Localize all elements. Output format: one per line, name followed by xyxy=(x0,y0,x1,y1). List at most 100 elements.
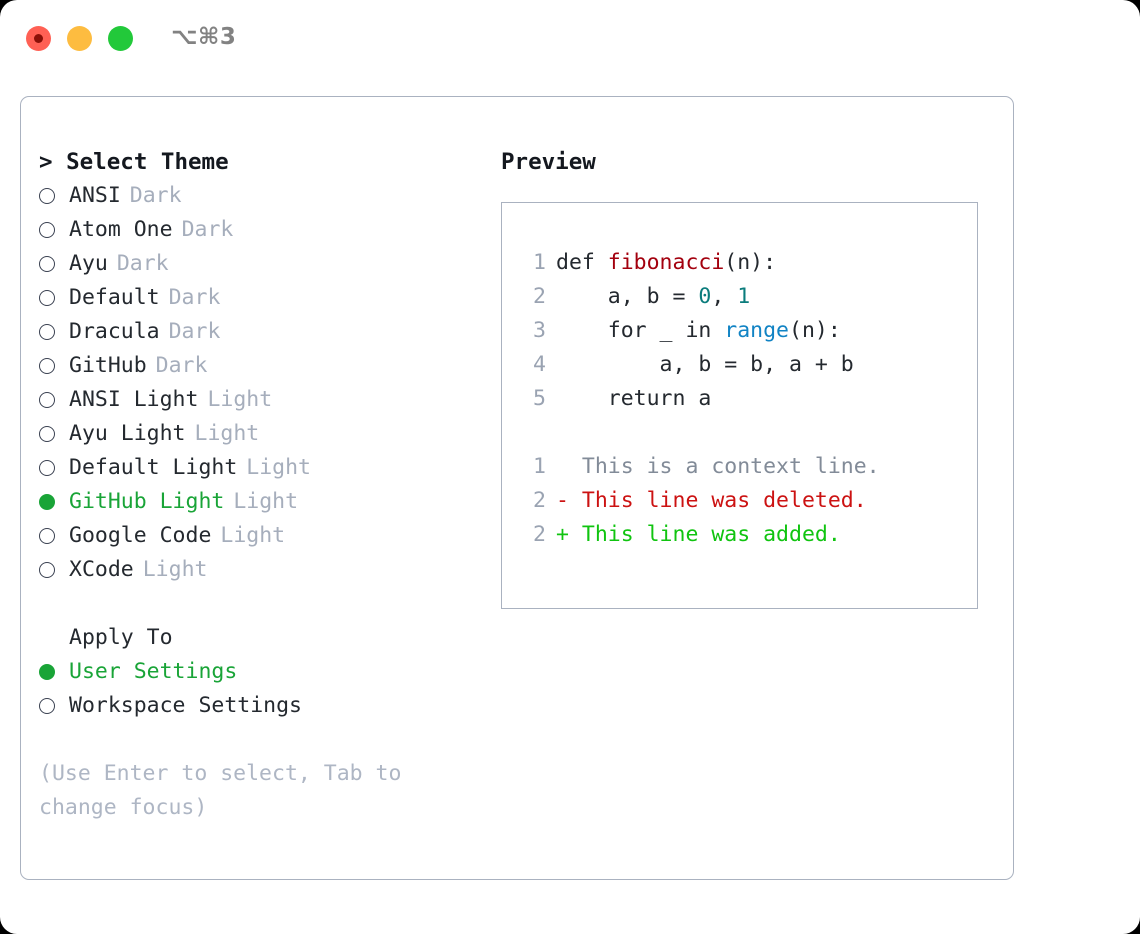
traffic-lights xyxy=(26,26,133,51)
apply-to-option-user-settings[interactable]: User Settings xyxy=(39,655,479,689)
line-number: 4 xyxy=(533,352,546,377)
code-line-content: for _ in range(n): xyxy=(556,314,841,348)
code-line: 3 for _ in range(n): xyxy=(502,314,977,348)
code-token-num: 0 xyxy=(698,284,712,309)
theme-option-github-light[interactable]: GitHub Light Light xyxy=(39,485,479,519)
radio-unselected-icon[interactable] xyxy=(39,460,60,476)
radio-unselected-icon[interactable] xyxy=(39,324,60,340)
apply-to-option-label: Workspace Settings xyxy=(69,693,302,718)
theme-category-label: Light xyxy=(207,387,273,412)
radio-unselected-icon[interactable] xyxy=(39,188,60,204)
radio-unselected-icon[interactable] xyxy=(39,222,60,238)
code-line: 4 a, b = b, a + b xyxy=(502,348,977,382)
theme-option-default[interactable]: Default Dark xyxy=(39,281,479,315)
line-number: 2 xyxy=(533,488,546,513)
theme-category-label: Light xyxy=(246,455,312,480)
diff-line: 1 This is a context line. xyxy=(502,450,977,484)
theme-option-label: GitHub xyxy=(69,353,147,378)
theme-option-label: Default xyxy=(69,285,160,310)
theme-option-label: GitHub Light xyxy=(69,489,225,514)
line-number: 1 xyxy=(533,250,546,275)
code-line: 2 a, b = 0, 1 xyxy=(502,280,977,314)
radio-unselected-icon[interactable] xyxy=(39,392,60,408)
diff-marker xyxy=(556,450,569,484)
theme-category-label: Light xyxy=(194,421,260,446)
theme-option-google-code[interactable]: Google Code Light xyxy=(39,519,479,553)
preview-heading: Preview xyxy=(501,149,596,175)
theme-category-label: Dark xyxy=(168,319,221,344)
theme-category-label: Dark xyxy=(116,251,169,276)
theme-option-dracula[interactable]: Dracula Dark xyxy=(39,315,479,349)
theme-option-default-light[interactable]: Default Light Light xyxy=(39,451,479,485)
diff-line-content: This line was added. xyxy=(568,522,841,547)
theme-category-label: Light xyxy=(220,523,286,548)
code-line-content: a, b = b, a + b xyxy=(556,348,854,382)
code-token-plain: , xyxy=(711,284,738,309)
theme-option-label: Ayu xyxy=(69,251,108,276)
line-number: 3 xyxy=(533,318,546,343)
theme-option-label: XCode xyxy=(69,557,134,582)
diff-line: 2+ This line was added. xyxy=(502,518,977,552)
theme-option-label: ANSI Light xyxy=(69,387,199,412)
theme-option-label: Dracula xyxy=(69,319,160,344)
code-token-plain: a, b = b, a + b xyxy=(556,352,854,377)
theme-option-label: Default Light xyxy=(69,455,238,480)
code-token-kw: def xyxy=(556,250,608,275)
minimize-button[interactable] xyxy=(67,26,92,51)
radio-unselected-icon[interactable] xyxy=(39,290,60,306)
code-line-content: def fibonacci(n): xyxy=(556,246,776,280)
radio-unselected-icon[interactable] xyxy=(39,426,60,442)
theme-category-label: Dark xyxy=(155,353,208,378)
theme-option-label: ANSI xyxy=(69,183,121,208)
list-spacer xyxy=(39,587,479,621)
theme-option-xcode[interactable]: XCode Light xyxy=(39,553,479,587)
radio-unselected-icon[interactable] xyxy=(39,562,60,578)
theme-option-github[interactable]: GitHub Dark xyxy=(39,349,479,383)
theme-option-ansi-light[interactable]: ANSI Light Light xyxy=(39,383,479,417)
code-token-plain: (n): xyxy=(789,318,841,343)
maximize-button[interactable] xyxy=(108,26,133,51)
diff-line-content: This is a context line. xyxy=(568,454,880,479)
radio-unselected-icon[interactable] xyxy=(39,358,60,374)
radio-unselected-icon[interactable] xyxy=(39,256,60,272)
radio-unselected-icon[interactable] xyxy=(39,698,60,714)
code-token-plain: a, b = xyxy=(556,284,699,309)
diff-line: 2- This line was deleted. xyxy=(502,484,977,518)
theme-category-label: Light xyxy=(142,557,208,582)
radio-selected-icon[interactable] xyxy=(39,664,60,680)
theme-category-label: Dark xyxy=(129,183,182,208)
theme-category-label: Dark xyxy=(181,217,234,242)
theme-category-label: Dark xyxy=(168,285,221,310)
title-bar: ⌥⌘3 xyxy=(0,0,1140,78)
theme-option-label: Google Code xyxy=(69,523,212,548)
diff-sample: 1 This is a context line.2- This line wa… xyxy=(502,450,977,552)
code-line: 5 return a xyxy=(502,382,977,416)
diff-line-content: This line was deleted. xyxy=(568,488,867,513)
radio-selected-icon[interactable] xyxy=(39,494,60,510)
line-number: 5 xyxy=(533,386,546,411)
close-button[interactable] xyxy=(26,26,51,51)
diff-marker: - xyxy=(556,488,569,513)
code-diff-separator xyxy=(502,416,977,450)
keyboard-shortcut-label: ⌥⌘3 xyxy=(171,24,237,50)
theme-option-ansi[interactable]: ANSI Dark xyxy=(39,179,479,213)
theme-category-label: Light xyxy=(233,489,299,514)
line-number: 1 xyxy=(533,454,546,479)
apply-to-option-workspace-settings[interactable]: Workspace Settings xyxy=(39,689,479,723)
code-token-plain: return a xyxy=(556,386,712,411)
code-line-content: return a xyxy=(556,382,712,416)
theme-option-ayu[interactable]: Ayu Dark xyxy=(39,247,479,281)
code-line: 1 def fibonacci(n): xyxy=(502,246,977,280)
line-number: 2 xyxy=(533,284,546,309)
code-token-call: range xyxy=(724,318,790,343)
radio-unselected-icon[interactable] xyxy=(39,528,60,544)
code-token-fn: fibonacci xyxy=(607,250,725,275)
